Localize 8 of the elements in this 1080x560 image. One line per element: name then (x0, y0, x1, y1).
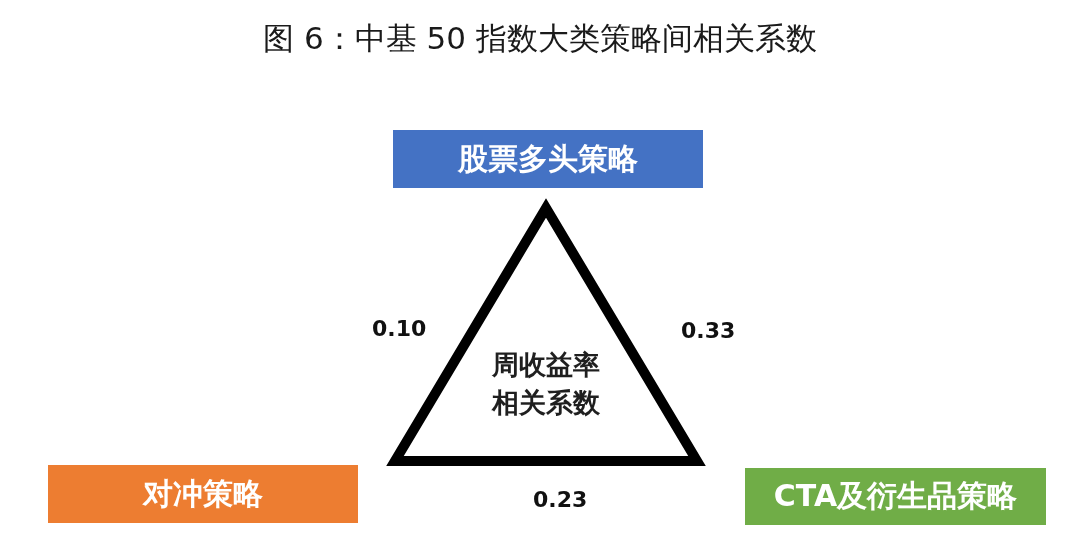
strategy-box: 股票多头策略 (393, 130, 703, 188)
chart-title: 图 6：中基 50 指数大类策略间相关系数 (263, 19, 817, 58)
strategy-box: 对冲策略 (48, 465, 358, 523)
correlation-value: 0.33 (681, 318, 736, 343)
correlation-value: 0.10 (372, 316, 427, 341)
correlation-value: 0.23 (533, 487, 588, 512)
strategy-box: CTA及衍生品策略 (745, 468, 1046, 525)
triangle-text: 周收益率相关系数 (491, 348, 602, 420)
